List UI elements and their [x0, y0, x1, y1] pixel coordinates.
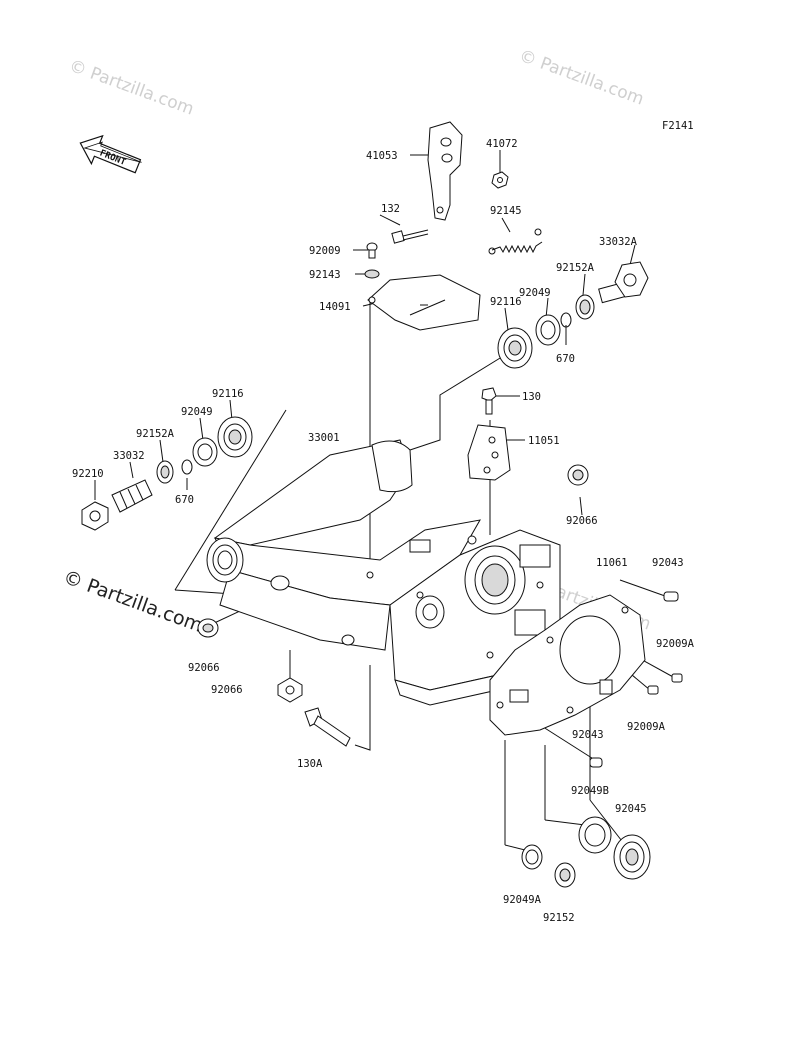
part-92152-collar [554, 862, 576, 888]
label-92152: 92152 [543, 912, 575, 924]
part-92009A-screw-1 [671, 673, 683, 683]
part-33032A-shaft [598, 261, 649, 304]
part-14091-plate [367, 274, 481, 331]
label-41053: 41053 [366, 150, 398, 162]
label-92066-bottom: 92066 [211, 684, 243, 696]
label-92043-bottom: 92043 [572, 729, 604, 741]
part-92049B-seal [578, 816, 612, 854]
label-92049-right: 92049 [519, 287, 551, 299]
front-arrow-icon: FRONT [79, 134, 142, 174]
label-92049-left: 92049 [181, 406, 213, 418]
part-92066-left-washer [197, 618, 219, 638]
label-670-left: 670 [175, 494, 194, 506]
watermark-top-right: © Partzilla.com [516, 46, 646, 110]
label-92049B: 92049B [571, 785, 609, 797]
part-92009A-screw-2 [647, 685, 659, 695]
label-92066-right: 92066 [566, 515, 598, 527]
label-92049A: 92049A [503, 894, 542, 906]
part-130-bolt [481, 387, 497, 415]
label-92009A-2: 92009A [627, 721, 666, 733]
label-670-right: 670 [556, 353, 575, 365]
part-11061-cover [489, 594, 646, 736]
label-33001: 33001 [308, 432, 340, 444]
label-92009: 92009 [309, 245, 341, 257]
label-92152A-left: 92152A [136, 428, 175, 440]
part-92116-left-bearing [217, 416, 253, 458]
label-11061: 11061 [596, 557, 628, 569]
part-92043-bottom-pin [589, 757, 603, 768]
watermarks: © Partzilla.com © Partzilla.com © Partzi… [60, 46, 653, 637]
label-92066-left: 92066 [188, 662, 220, 674]
label-92116-left: 92116 [212, 388, 244, 400]
label-33032A: 33032A [599, 236, 638, 248]
part-92145-spring [488, 228, 543, 255]
part-92049-left-seal [192, 437, 218, 467]
part-11051-bracket [467, 424, 511, 481]
part-92009-screw [366, 242, 378, 259]
label-33032: 33032 [113, 450, 145, 462]
part-92116-right-bearing [497, 327, 533, 369]
part-670-left-ring [181, 459, 193, 475]
part-92066-right-washer [567, 464, 589, 486]
part-92210-nut [81, 501, 109, 531]
part-labels: 41053 41072 132 92145 92009 92143 14091 … [72, 138, 695, 924]
part-33032-shaft [111, 479, 153, 513]
part-41072-nut [491, 171, 509, 189]
label-11051: 11051 [528, 435, 560, 447]
label-92145: 92145 [490, 205, 522, 217]
label-92143: 92143 [309, 269, 341, 281]
part-92049-right-seal [535, 314, 561, 346]
part-670-right-ring [560, 312, 572, 328]
part-92152A-left-collar [156, 460, 174, 484]
part-130A-bolt [304, 707, 351, 747]
figure-code: F2141 [662, 120, 694, 132]
part-132-bolt [391, 229, 429, 244]
watermark-top-left: © Partzilla.com [66, 56, 196, 120]
label-92152A-right: 92152A [556, 262, 595, 274]
part-92143-washer [364, 269, 380, 279]
label-41072: 41072 [486, 138, 518, 150]
part-92043-top-pin [663, 591, 679, 602]
label-92043-top: 92043 [652, 557, 684, 569]
label-130A: 130A [297, 758, 323, 770]
label-92009A-1: 92009A [656, 638, 695, 650]
label-92045: 92045 [615, 803, 647, 815]
label-130: 130 [522, 391, 541, 403]
label-14091: 14091 [319, 301, 351, 313]
part-92066-bottom-nut [277, 677, 303, 703]
label-92116-right: 92116 [490, 296, 522, 308]
part-92045-bearing [613, 834, 651, 880]
label-132: 132 [381, 203, 400, 215]
part-41053-lever [427, 121, 463, 221]
label-92210: 92210 [72, 468, 104, 480]
part-92049A-seal [521, 844, 543, 870]
part-92152A-right-collar [575, 294, 595, 320]
